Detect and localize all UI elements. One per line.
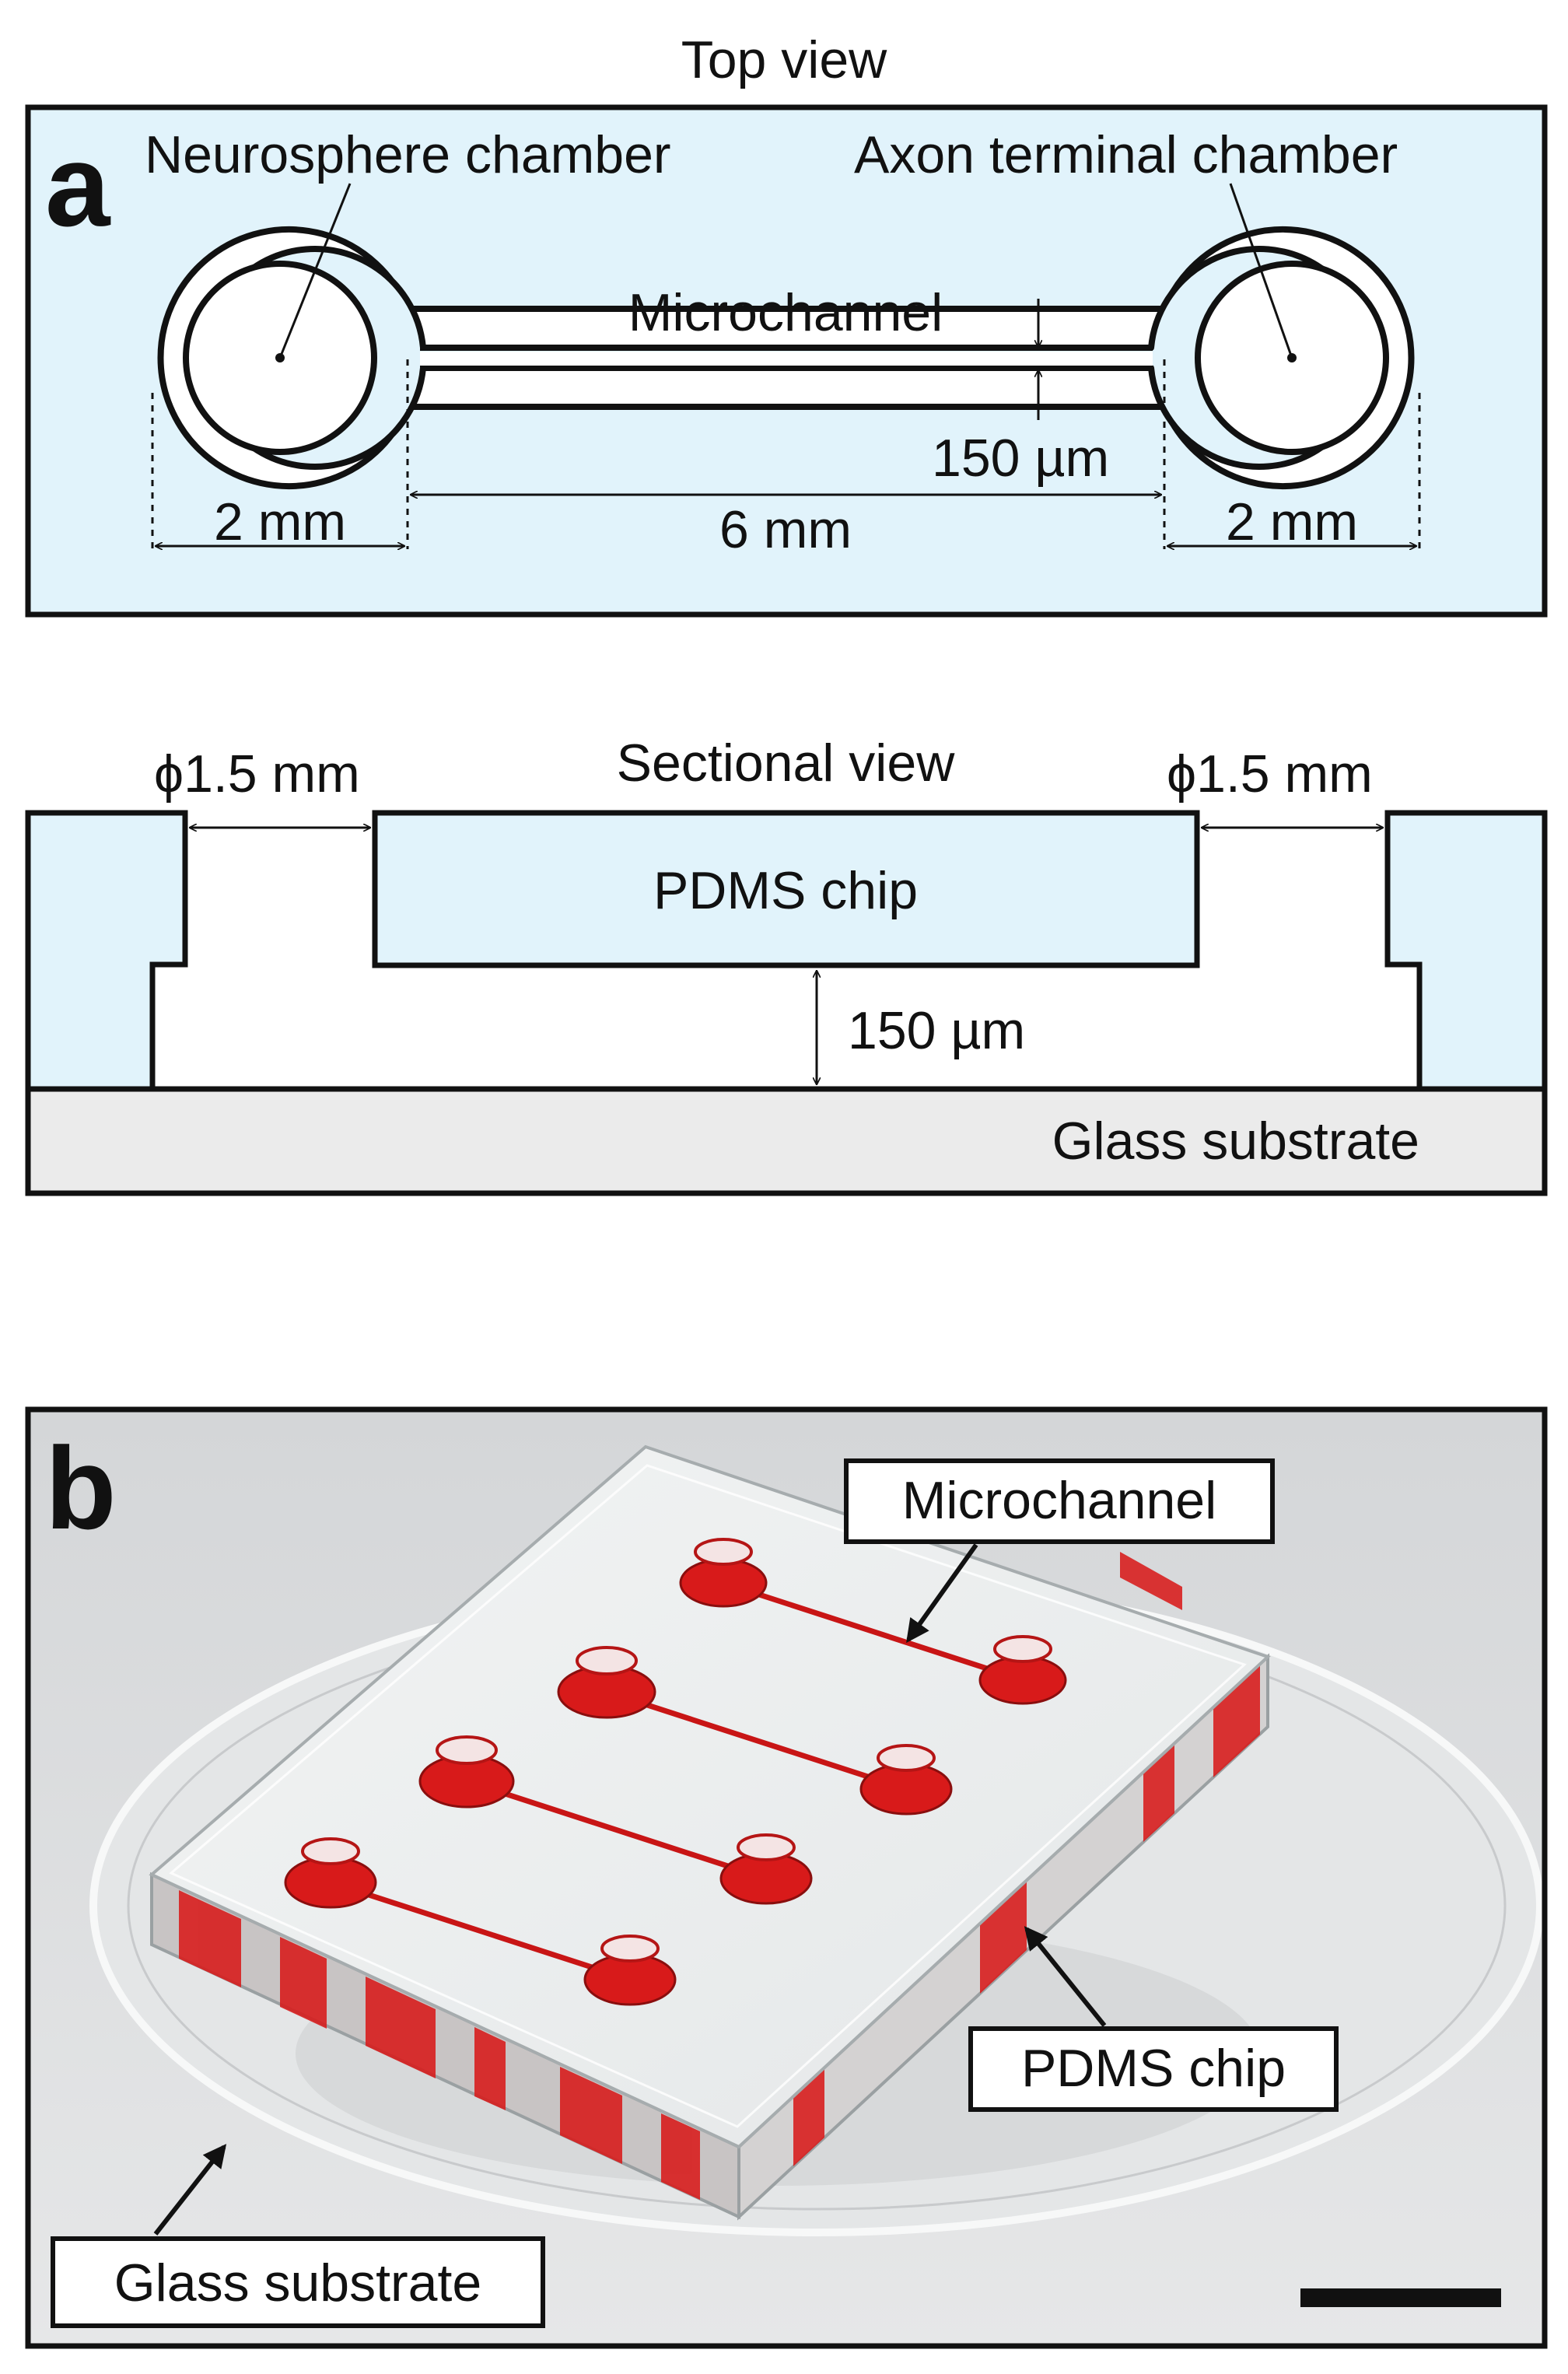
reservoir-3b-rim [737, 1833, 796, 1861]
microchannel-callout-label: Microchannel [902, 1471, 1216, 1530]
pdms-chip-callout-box [968, 2026, 1339, 2112]
chip-top-face [149, 1444, 1271, 2149]
neurosphere-leader-line [278, 183, 352, 359]
sectional-view: Sectional view ϕ1.5 mm ϕ1.5 mm Glass sub… [25, 734, 1548, 1196]
glass-substrate-callout-label: Glass substrate [114, 2253, 481, 2313]
axon-leader-line [1229, 183, 1293, 359]
red-channel-4 [327, 1879, 633, 1983]
glass-substrate-callout-box [51, 2236, 545, 2328]
panel-b-letter: b [45, 1423, 117, 1553]
right-port-dim-label: ϕ1.5 mm [1167, 744, 1373, 804]
microchannel-label: Microchannel [628, 283, 943, 342]
channel-height-label: 150 µm [848, 1001, 1025, 1060]
pdms-right-wall [1384, 810, 1548, 1092]
pdms-chip-callout-label: PDMS chip [1021, 2039, 1286, 2098]
glass-substrate-callout-arrow [153, 2144, 227, 2236]
red-channel-3 [464, 1778, 769, 1882]
microchannel-callout-box [844, 1458, 1275, 1544]
reservoir-2a-rim [576, 1646, 638, 1675]
chip-top-highlight [169, 1464, 1247, 2128]
left-chamber-dim-label: 2 mm [214, 492, 346, 551]
reservoir-2b-rim [877, 1744, 936, 1772]
reservoir-3a-rim [436, 1735, 498, 1765]
pdms-chip-section-label: PDMS chip [653, 861, 918, 920]
reservoir-1b [978, 1655, 1067, 1705]
photo-panel: b Microchannel PDMS chip Glass substrate [25, 1406, 1548, 2349]
left-port-dim-label: ϕ1.5 mm [154, 744, 360, 804]
reservoir-4a-rim [301, 1837, 360, 1865]
scale-bar [1300, 2288, 1501, 2307]
pdms-chip-callout-arrow [1024, 1926, 1107, 2027]
reservoir-1a-rim [694, 1538, 753, 1566]
red-reservoirs [284, 1538, 1067, 2006]
top-view-title: Top view [681, 30, 887, 89]
panel-a-letter: a [45, 120, 111, 250]
red-channel-1 [720, 1580, 1026, 1683]
channel-length-label: 6 mm [719, 500, 852, 559]
microchannel [420, 352, 1153, 366]
glass-substrate-section [25, 1086, 1548, 1196]
pdms-left-wall [25, 810, 188, 1092]
reservoir-1b-rim [993, 1635, 1052, 1663]
microchannel-callout-arrow [906, 1543, 978, 1644]
neurosphere-chamber-label: Neurosphere chamber [145, 125, 671, 184]
channel-width-label: 150 µm [932, 429, 1109, 488]
red-channel-2 [604, 1689, 909, 1792]
red-microchannels [327, 1580, 1026, 1983]
glass-substrate-label: Glass substrate [1052, 1112, 1419, 1171]
reservoir-4b-rim [600, 1935, 660, 1963]
photo-frame [25, 1406, 1548, 2349]
top-view: Top view a Neurosphere chamber Axon term… [25, 30, 1548, 618]
sectional-view-title: Sectional view [617, 734, 956, 793]
axon-terminal-chamber-label: Axon terminal chamber [854, 125, 1398, 184]
pdms-chip-section [372, 810, 1200, 968]
dimension-extension-lines [151, 359, 1421, 549]
right-chamber-dim-label: 2 mm [1226, 492, 1358, 551]
reservoir-1a [679, 1558, 768, 1608]
